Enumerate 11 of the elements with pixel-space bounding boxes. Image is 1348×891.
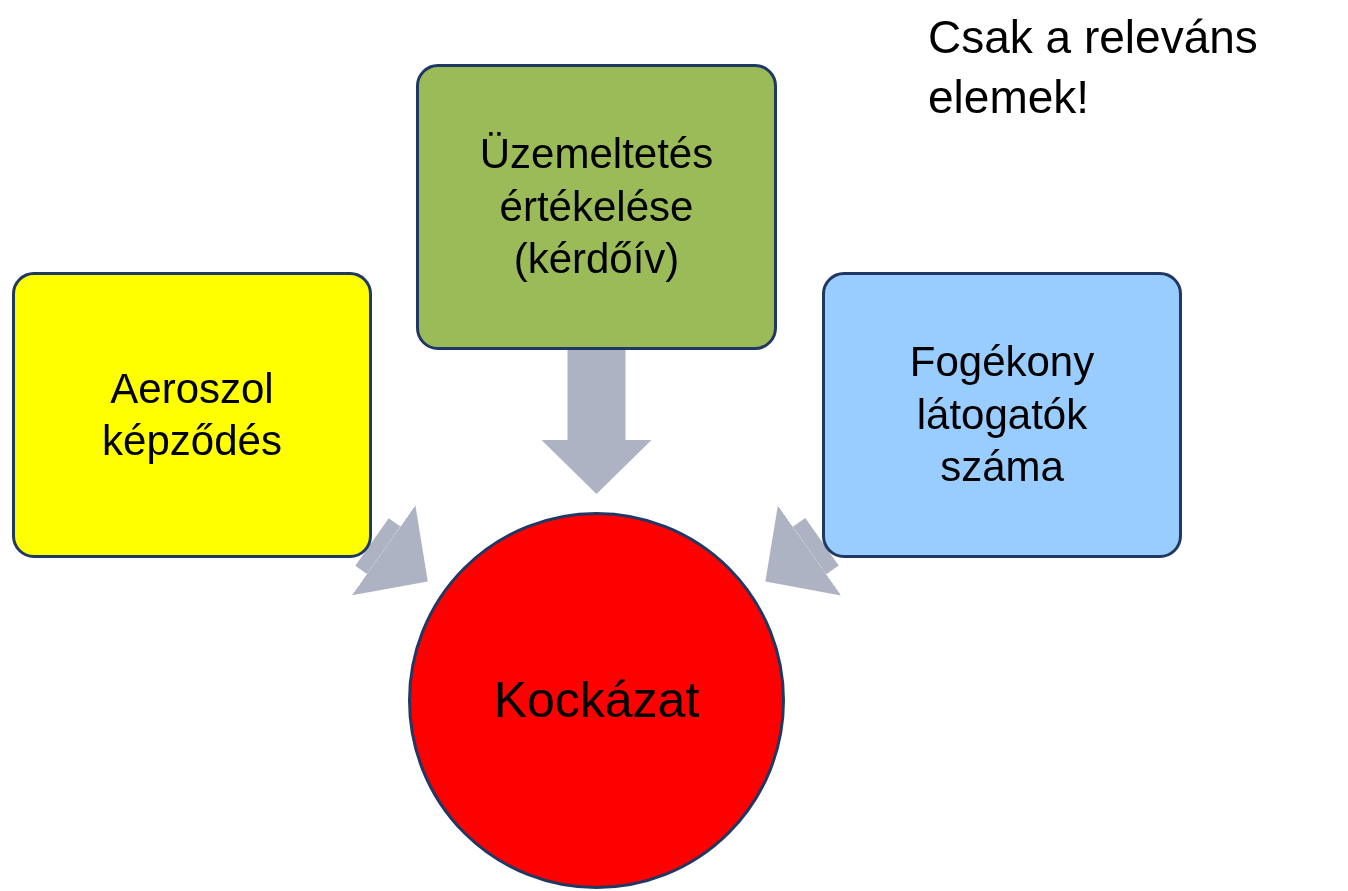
node-label: Aeroszol képződés bbox=[101, 363, 283, 466]
process-box bbox=[416, 64, 777, 350]
node-label: Kockázat bbox=[493, 671, 700, 730]
process-box bbox=[822, 272, 1182, 558]
block-arrow bbox=[351, 505, 428, 596]
node-label: Üzemeltetés értékelése (kérdőív) bbox=[478, 129, 715, 285]
node-label: Fogékony látogatók száma bbox=[908, 337, 1096, 493]
note-text: Csak a releváns elemek! bbox=[928, 10, 1259, 125]
block-arrow bbox=[765, 505, 842, 596]
block-arrow bbox=[541, 350, 652, 494]
process-box bbox=[12, 272, 372, 558]
